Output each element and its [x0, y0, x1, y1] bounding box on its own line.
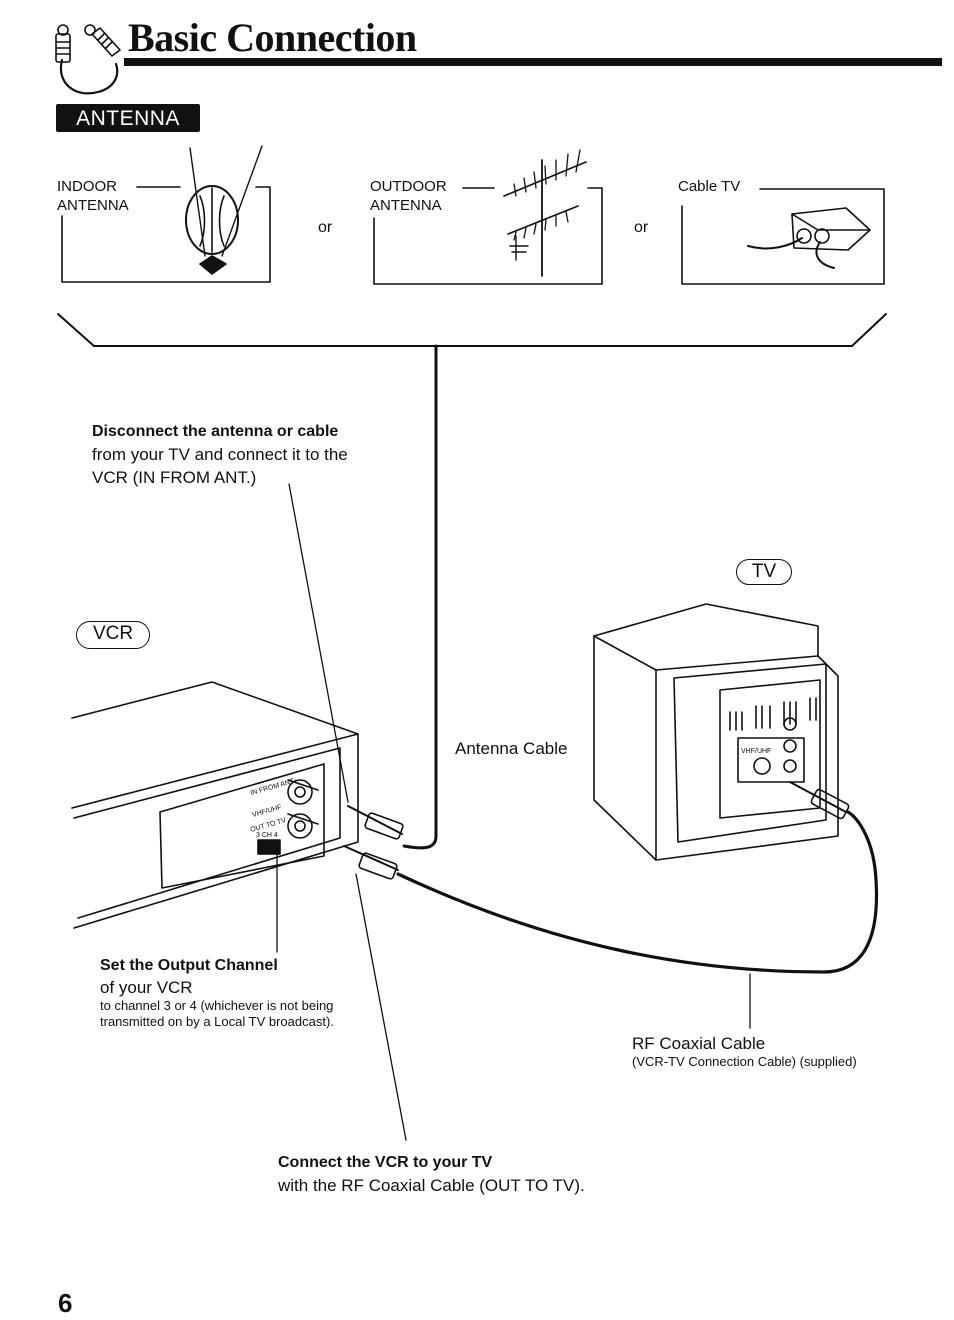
- cable-plug-icon: [55, 24, 121, 95]
- or-separator: or: [318, 219, 333, 236]
- page-title: Basic Connection: [128, 15, 417, 60]
- disconnect-callout: Disconnect the antenna or cable from you…: [92, 423, 348, 487]
- title-rule: [124, 58, 942, 66]
- cable-tv-wall-outlet-illustration: [681, 188, 885, 285]
- tv-vhf-uhf-jack-label: VHF/UHF: [741, 748, 772, 755]
- outdoor-antenna-illustration: [373, 149, 603, 285]
- indoor-antenna-label: INDOOR ANTENNA: [57, 178, 129, 214]
- connect-callout: Connect the VCR to your TV with the RF C…: [278, 1154, 585, 1195]
- vcr-rear-illustration: [71, 681, 359, 929]
- output-channel-callout: Set the Output Channel of your VCR to ch…: [100, 957, 334, 1029]
- indoor-antenna-illustration: [61, 145, 271, 283]
- vcr-label: VCR: [76, 621, 150, 649]
- cable-tv-label: Cable TV: [678, 178, 741, 195]
- or-separator: or: [634, 219, 649, 236]
- rf-coaxial-cable-callout: RF Coaxial Cable (VCR-TV Connection Cabl…: [632, 1034, 857, 1069]
- page-number: 6: [58, 1288, 73, 1318]
- tv-rear-illustration: [593, 603, 839, 861]
- vcr-channel-switch-label: 3 CH 4: [256, 832, 278, 839]
- antenna-cable-label: Antenna Cable: [455, 739, 568, 758]
- outdoor-antenna-label: OUTDOOR ANTENNA: [370, 178, 447, 214]
- tv-label: TV: [736, 559, 792, 585]
- section-badge: ANTENNA: [56, 104, 200, 132]
